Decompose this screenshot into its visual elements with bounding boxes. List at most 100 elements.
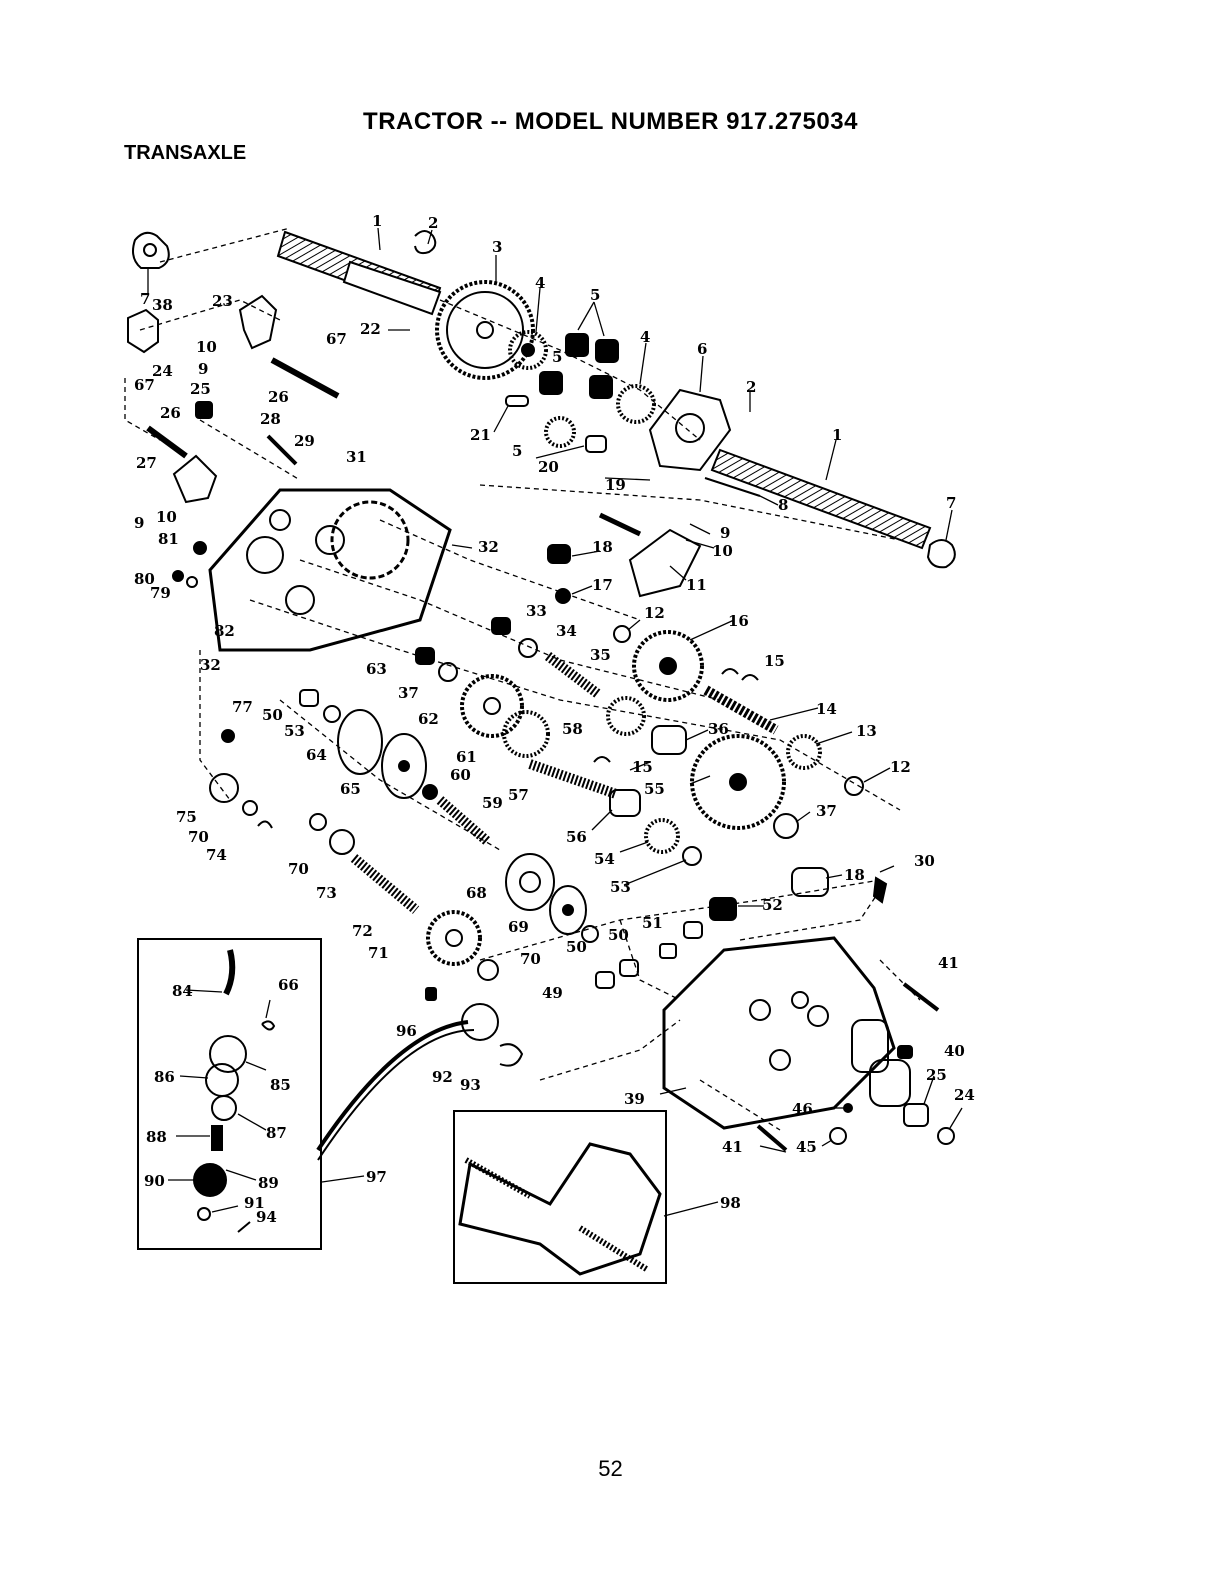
callout-label: 93 (460, 1076, 481, 1094)
callout-label: 77 (232, 698, 253, 716)
callout-label: 33 (526, 602, 547, 620)
callout-label: 68 (466, 884, 487, 902)
callout-label: 13 (856, 722, 877, 740)
callout-label: 10 (196, 338, 217, 356)
callout-label: 46 (792, 1100, 813, 1118)
transaxle-assembly-inset (453, 1110, 667, 1284)
shift-lever-rod (223, 949, 236, 996)
callout-label: 2 (746, 378, 756, 396)
callout-label: 60 (450, 766, 471, 784)
callout-label: 97 (366, 1168, 387, 1186)
callout-label: 11 (686, 576, 707, 594)
callout-label: 62 (418, 710, 439, 728)
callout-label: 25 (190, 380, 211, 398)
callout-label: 22 (360, 320, 381, 338)
page-title: TRACTOR -- MODEL NUMBER 917.275034 (363, 108, 858, 135)
callout-label: 71 (368, 944, 389, 962)
callout-label: 10 (156, 508, 177, 526)
callout-label: 10 (712, 542, 733, 560)
callout-label: 69 (508, 918, 529, 936)
sprocket-71 (426, 910, 482, 966)
callout-label: 30 (914, 852, 935, 870)
callout-label: 9 (198, 360, 208, 378)
callout-label: 98 (720, 1194, 741, 1212)
bearing-housing (648, 388, 732, 472)
callout-label: 14 (816, 700, 837, 718)
callout-label: 9 (720, 524, 730, 542)
callout-label: 70 (520, 950, 541, 968)
callout-label: 73 (316, 884, 337, 902)
callout-label: 90 (144, 1172, 165, 1190)
callout-label: 50 (608, 926, 629, 944)
callout-label: 39 (624, 1090, 645, 1108)
sprocket-16 (632, 630, 704, 702)
callout-label: 53 (610, 878, 631, 896)
callout-label: 18 (844, 866, 865, 884)
callout-label: 6 (697, 340, 707, 358)
callout-label: 66 (278, 976, 299, 994)
gear-62 (460, 674, 524, 738)
callout-label: 4 (640, 328, 650, 346)
callout-label: 38 (152, 296, 173, 314)
large-gear (435, 280, 535, 380)
callout-label: 9 (134, 514, 144, 532)
callout-label: 5 (512, 442, 522, 460)
callout-label: 41 (938, 954, 959, 972)
callout-label: 35 (590, 646, 611, 664)
callout-label: 89 (258, 1174, 279, 1192)
callout-label: 32 (478, 538, 499, 556)
callout-label: 74 (206, 846, 227, 864)
callout-label: 82 (214, 622, 235, 640)
callout-label: 16 (728, 612, 749, 630)
callout-label: 15 (764, 652, 785, 670)
transaxle-housing-right (662, 936, 896, 1130)
brake-disc-65 (381, 733, 427, 799)
callout-label: 67 (134, 376, 155, 394)
complete-transaxle (458, 1142, 662, 1276)
callout-label: 53 (284, 722, 305, 740)
callout-label: 31 (346, 448, 367, 466)
bracket (127, 308, 159, 354)
callout-label: 94 (256, 1208, 277, 1226)
callout-label: 5 (552, 348, 562, 366)
callout-label: 72 (352, 922, 373, 940)
flange-plate-left (132, 231, 170, 269)
page-number: 52 (598, 1456, 623, 1481)
callout-label: 81 (158, 530, 179, 548)
callout-label: 91 (244, 1194, 265, 1212)
brake-disc-64 (337, 709, 383, 775)
callout-label: 1 (372, 212, 382, 230)
callout-label: 54 (594, 850, 615, 868)
callout-label: 18 (592, 538, 613, 556)
callout-label: 87 (266, 1124, 287, 1142)
callout-label: 19 (605, 476, 626, 494)
gear-4-upper (508, 330, 548, 370)
callout-label: 1 (832, 426, 842, 444)
callout-label: 26 (268, 388, 289, 406)
callout-label: 88 (146, 1128, 167, 1146)
callout-label: 12 (890, 758, 911, 776)
callout-label: 4 (535, 274, 545, 292)
callout-label: 86 (154, 1068, 175, 1086)
callout-label: 65 (340, 780, 361, 798)
callout-label: 23 (212, 292, 233, 310)
callout-label: 26 (160, 404, 181, 422)
callout-label: 75 (176, 808, 197, 826)
large-sprocket-55 (690, 734, 786, 830)
callout-label: 45 (796, 1138, 817, 1156)
callout-label: 57 (508, 786, 529, 804)
section-title: TRANSAXLE (124, 142, 247, 164)
callout-label: 52 (762, 896, 783, 914)
callout-label: 36 (708, 720, 729, 738)
callout-label: 50 (262, 706, 283, 724)
callout-label: 17 (592, 576, 613, 594)
callout-label: 70 (188, 828, 209, 846)
callout-label: 34 (556, 622, 577, 640)
callout-label: 50 (566, 938, 587, 956)
callout-label: 85 (270, 1076, 291, 1094)
callout-label: 49 (542, 984, 563, 1002)
callout-label: 96 (396, 1022, 417, 1040)
callout-label: 92 (432, 1068, 453, 1086)
callout-label: 12 (644, 604, 665, 622)
